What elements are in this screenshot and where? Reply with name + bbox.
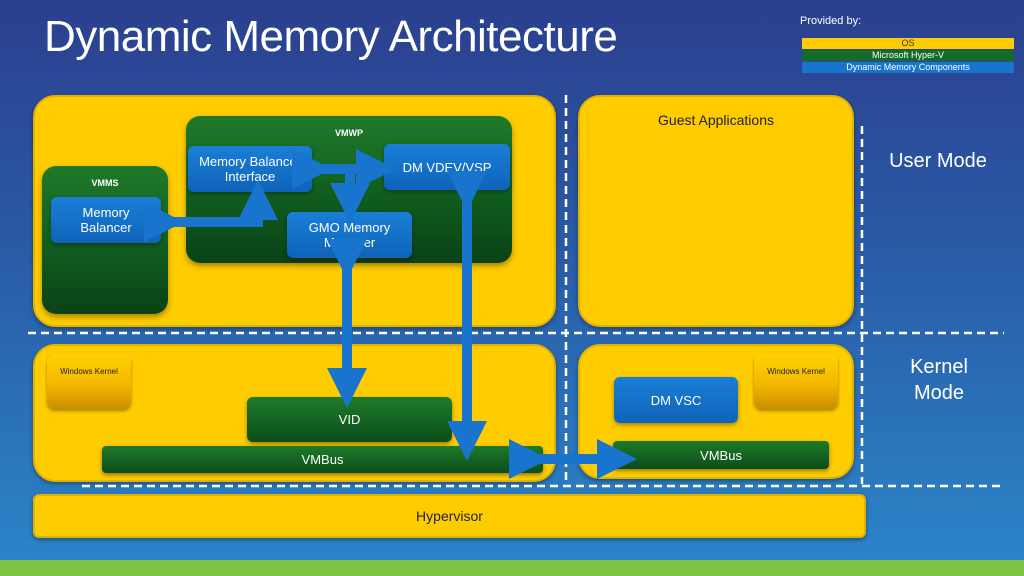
parent-windows-kernel-box: Windows Kernel xyxy=(47,354,131,409)
guest-user-mode-panel xyxy=(578,95,854,327)
page-title: Dynamic Memory Architecture xyxy=(44,12,618,61)
hypervisor-bar: Hypervisor xyxy=(33,494,866,538)
legend-provided-by: Provided by: xyxy=(800,15,862,27)
vmwp-label: VMWP xyxy=(335,128,363,138)
arrow-mb-mbi xyxy=(143,180,278,242)
legend-hyperv: Microsoft Hyper-V xyxy=(802,50,1014,61)
footer-band xyxy=(0,560,1024,576)
legend-dm-components: Dynamic Memory Components xyxy=(802,62,1014,73)
kernel-mode-label: Kernel Mode xyxy=(910,356,968,404)
dm-vsc-box: DM VSC xyxy=(614,377,738,423)
guest-applications-label: Guest Applications xyxy=(658,112,774,128)
memory-balancer-box: Memory Balancer xyxy=(51,197,161,243)
guest-vmbus-bar: VMBus xyxy=(613,441,829,469)
guest-windows-kernel-box: Windows Kernel xyxy=(754,354,838,409)
legend-os: OS xyxy=(802,38,1014,49)
user-mode-label: User Mode xyxy=(889,150,987,172)
vmms-label: VMMS xyxy=(91,178,119,188)
